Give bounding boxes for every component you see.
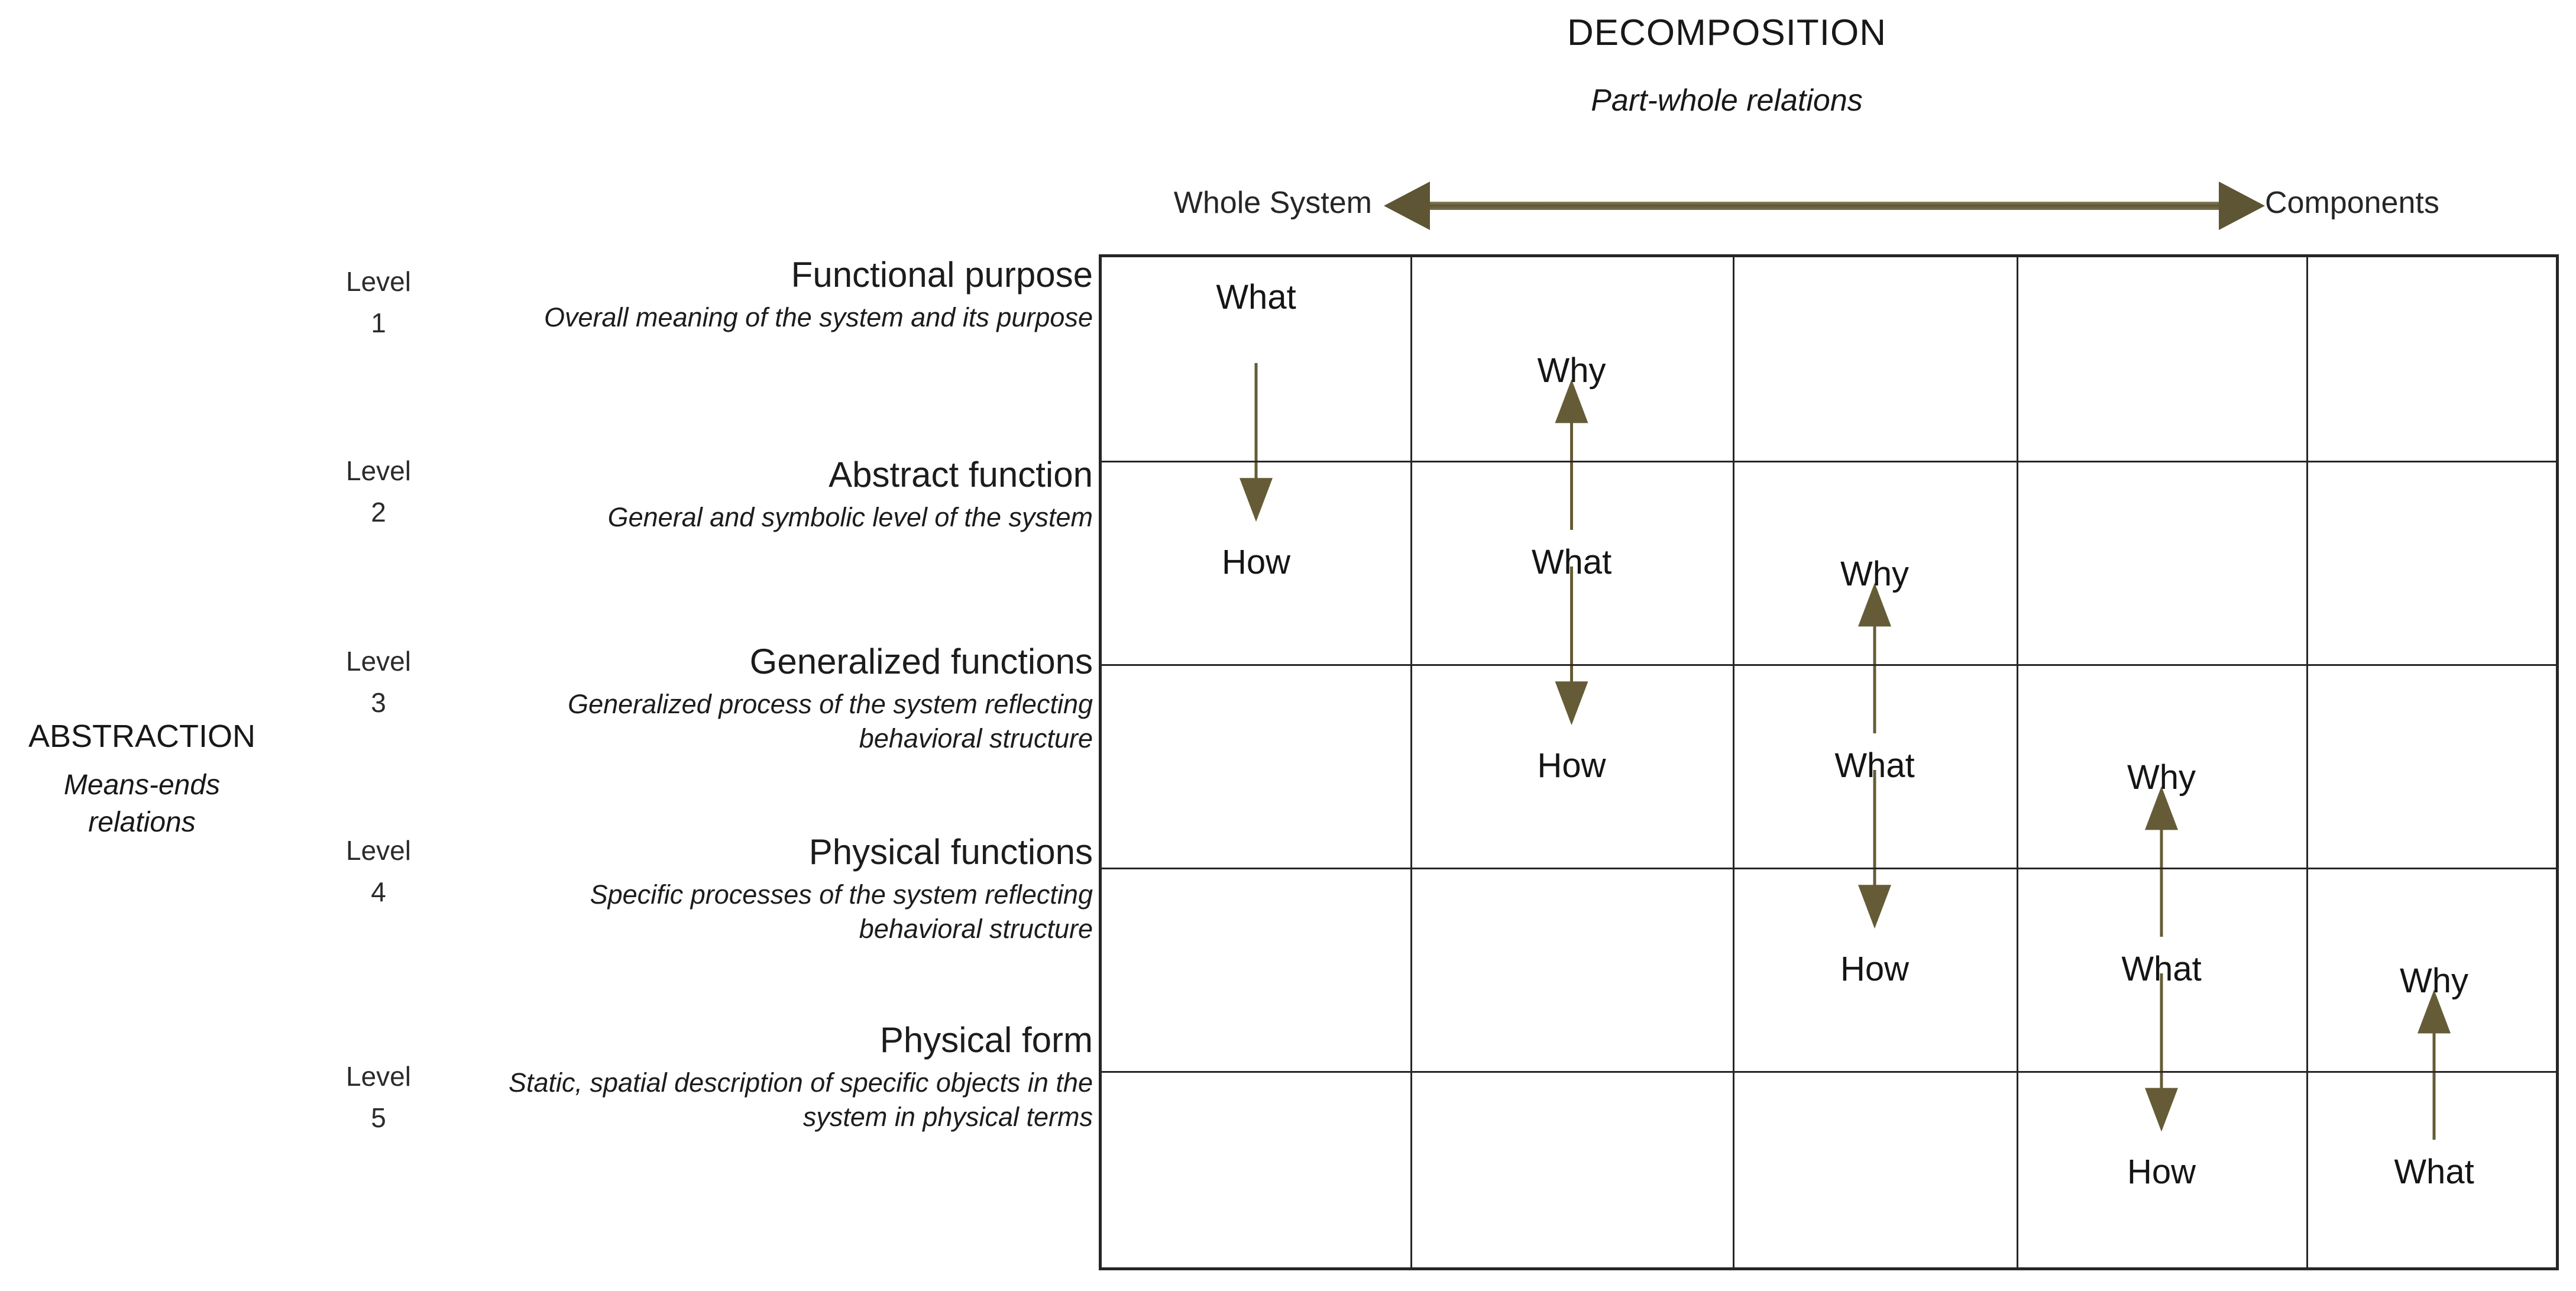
level-indicator-2: Level 2 [308,451,449,533]
arrow-up-col3 [1858,583,1891,733]
matrix-row-divider [1102,461,2556,462]
matrix-cell-label-why-c5r4: Why [2400,962,2468,1001]
matrix-column-divider [2017,257,2018,1267]
level-indicator-1: Level 1 [308,261,449,344]
level-word-2: Level [346,455,411,486]
matrix-cell-label-what-c5r5: What [2394,1152,2474,1191]
matrix-cell-label-how-c2r3: How [1537,746,1606,785]
decomposition-title: DECOMPOSITION [1567,12,1887,53]
row-name-5: Physical form [879,1020,1093,1060]
arrow-down-col1 [1240,363,1273,522]
arrow-up-col2 [1555,379,1588,530]
level-word-3: Level [346,646,411,677]
matrix-row-divider [1102,1071,2556,1073]
row-name-2: Abstract function [829,455,1093,494]
level-word-1: Level [346,266,411,297]
matrix-cell-label-what-c2r2: What [1531,542,1612,581]
row-label-physical-functions: Physical functions Specific processes of… [501,833,1093,946]
level-number-2: 2 [371,496,386,528]
row-desc-1: Overall meaning of the system and its pu… [544,302,1093,332]
matrix-column-divider [2306,257,2308,1267]
level-number-4: 4 [371,876,386,907]
matrix-cell-label-what-c4r4: What [2121,949,2202,988]
level-indicator-5: Level 5 [308,1056,449,1139]
arrow-down-col2 [1555,566,1588,726]
abstraction-block: ABSTRACTION Means-ends relations [0,719,284,841]
matrix-row-divider [1102,664,2556,666]
matrix-column-divider [1733,257,1734,1267]
level-word-5: Level [346,1061,411,1092]
arrow-down-col3 [1858,769,1891,929]
row-label-abstract-function: Abstract function General and symbolic l… [501,455,1093,535]
matrix-cell-label-how-c1r2: How [1221,542,1291,581]
axis-label-components: Components [2265,186,2439,220]
decomposition-axis: Whole System Components [1082,174,2572,240]
row-desc-4: Specific processes of the system reflect… [590,879,1093,944]
matrix-cell-label-why-c4r3: Why [2127,758,2196,797]
matrix-row-divider [1102,868,2556,869]
row-desc-2: General and symbolic level of the system [607,502,1093,532]
matrix-cell-label-why-c2r1: Why [1537,351,1606,390]
level-indicator-4: Level 4 [308,830,449,913]
level-number-3: 3 [371,687,386,718]
level-word-4: Level [346,835,411,866]
arrow-down-col4 [2145,973,2178,1132]
arrow-up-col5 [2418,989,2451,1140]
axis-label-whole-system: Whole System [1173,186,1372,220]
abstraction-subtitle-line1: Means-ends [63,769,221,801]
row-name-1: Functional purpose [791,255,1093,295]
row-desc-3: Generalized process of the system reflec… [568,689,1093,753]
row-label-physical-form: Physical form Static, spatial descriptio… [501,1021,1093,1134]
double-headed-arrow-icon [1384,182,2265,230]
level-number-5: 5 [371,1102,386,1133]
level-indicator-3: Level 3 [308,641,449,724]
decomposition-subtitle: Part-whole relations [1591,83,1863,118]
row-desc-5: Static, spatial description of specific … [508,1067,1093,1132]
matrix-cell-label-how-c3r4: How [1840,949,1910,988]
row-label-generalized-functions: Generalized functions Generalized proces… [501,642,1093,755]
matrix-cell-label-why-c3r2: Why [1840,555,1909,594]
level-number-1: 1 [371,307,386,338]
abstraction-subtitle-line2: relations [88,806,196,838]
matrix-cell-label-what-c3r3: What [1834,746,1915,785]
matrix-cell-label-what-c1r1: What [1216,278,1296,317]
arrow-up-col4 [2145,786,2178,937]
row-name-4: Physical functions [808,832,1093,872]
abstraction-title: ABSTRACTION [28,719,256,754]
abstraction-subtitle: Means-ends relations [0,767,284,841]
matrix-column-divider [1410,257,1412,1267]
matrix-cell-label-how-c4r5: How [2127,1152,2196,1191]
row-name-3: Generalized functions [749,642,1093,681]
matrix-arrow-layer [1240,363,2451,1140]
row-label-functional-purpose: Functional purpose Overall meaning of th… [501,255,1093,335]
